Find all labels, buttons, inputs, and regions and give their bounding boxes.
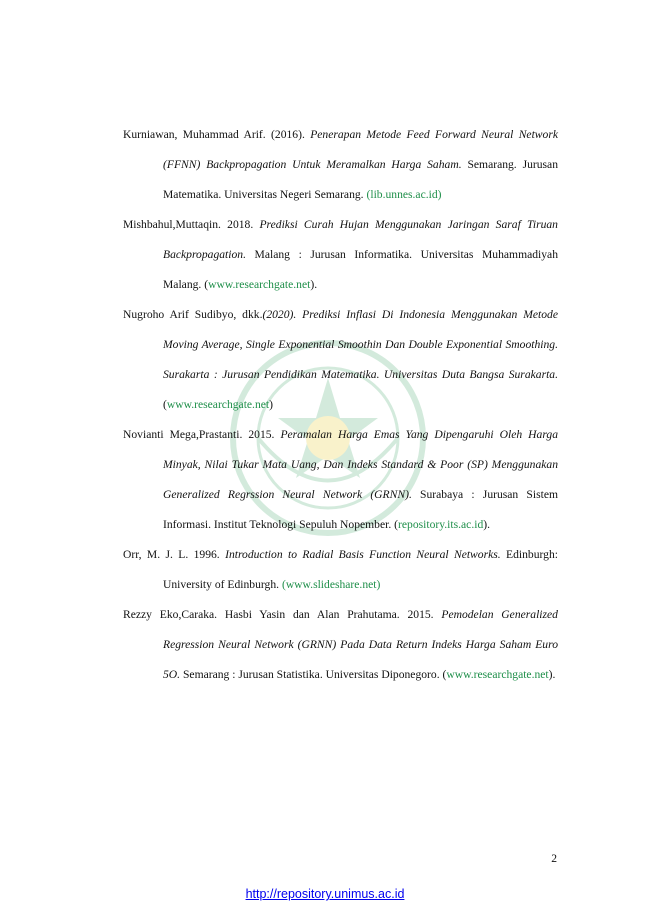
reference-link-open: ( (163, 398, 167, 411)
reference-title: Penerapan Metode Feed Forward Neural Net… (163, 128, 558, 171)
reference-link-open: ( (281, 578, 286, 591)
reference-link-close: ) (269, 398, 273, 411)
reference-entry: Novianti Mega,Prastanti. 2015. Peramalan… (123, 420, 558, 540)
reference-entry: Rezzy Eko,Caraka. Hasbi Yasin dan Alan P… (123, 600, 558, 690)
footer-repository-link[interactable]: http://repository.unimus.ac.id (245, 887, 405, 901)
reference-entry: Nugroho Arif Sudibyo, dkk.(2020). Predik… (123, 300, 558, 420)
reference-link-close: ) (437, 188, 442, 201)
reference-author: Orr, M. J. L. 1996. (123, 548, 226, 561)
reference-details: Surabaya : Jurusan Sistem Informasi. Ins… (163, 488, 558, 531)
reference-title: Introduction to Radial Basis Function Ne… (225, 548, 501, 561)
reference-author: Kurniawan, Muhammad Arif. (2016). (123, 128, 311, 141)
reference-title: Pemodelan Generalized Regression Neural … (163, 608, 558, 681)
reference-details: Semarang : Jurusan Statistika. Universit… (180, 668, 443, 681)
reference-title: (2020). Prediksi Inflasi Di Indonesia Me… (163, 308, 558, 381)
reference-details: Edinburgh: University of Edinburgh. (163, 548, 558, 591)
page-number: 2 (551, 852, 557, 865)
reference-author: Rezzy Eko,Caraka. Hasbi Yasin dan Alan P… (123, 608, 442, 621)
footer: http://repository.unimus.ac.id (0, 887, 650, 901)
reference-title: Peramalan Harga Emas Yang Dipengaruhi Ol… (163, 428, 558, 501)
reference-author: Novianti Mega,Prastanti. 2015. (123, 428, 281, 441)
reference-link[interactable]: www.researchgate.net (166, 398, 270, 411)
reference-link-open: ( (366, 188, 371, 201)
reference-author: Nugroho Arif Sudibyo, dkk. (123, 308, 263, 321)
reference-entry: Kurniawan, Muhammad Arif. (2016). Penera… (123, 120, 558, 210)
reference-link[interactable]: www.researchgate.net (446, 668, 549, 681)
reference-link-open: ( (204, 278, 209, 291)
reference-link[interactable]: repository.its.ac.id (398, 518, 484, 531)
reference-list: Kurniawan, Muhammad Arif. (2016). Penera… (123, 120, 558, 690)
reference-author: Mishbahul,Muttaqin. 2018. (123, 218, 260, 231)
reference-link-open: ( (442, 668, 447, 681)
reference-link-close: ). (483, 518, 491, 531)
reference-details: Malang : Jurusan Informatika. Universita… (163, 248, 558, 291)
reference-details: Semarang. Jurusan Matematika. Universita… (163, 158, 558, 201)
reference-link[interactable]: lib.unnes.ac.id (370, 188, 438, 201)
reference-link[interactable]: www.slideshare.net (285, 578, 377, 591)
reference-link-close: ). (310, 278, 318, 291)
reference-entry: Orr, M. J. L. 1996. Introduction to Radi… (123, 540, 558, 600)
reference-link[interactable]: www.researchgate.net (208, 278, 311, 291)
reference-entry: Mishbahul,Muttaqin. 2018. Prediksi Curah… (123, 210, 558, 300)
reference-link-open: ( (394, 518, 399, 531)
reference-title: Prediksi Curah Hujan Menggunakan Jaringa… (163, 218, 558, 261)
reference-link-close: ) (376, 578, 381, 591)
reference-link-close: ). (548, 668, 556, 681)
